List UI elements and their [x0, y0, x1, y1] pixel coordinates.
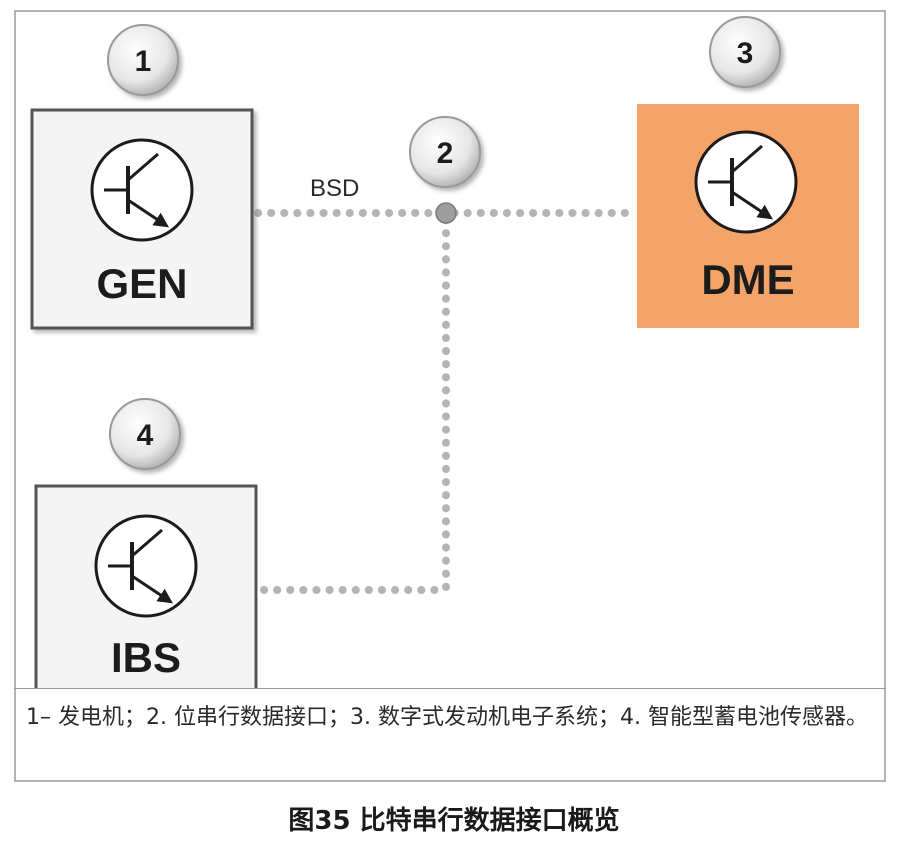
ibs-label: IBS	[111, 634, 181, 681]
gen-node: GEN	[30, 108, 254, 330]
ibs-transistor-icon	[94, 514, 198, 618]
ibs-node: IBS	[34, 484, 258, 688]
number-badge-3: 3	[709, 16, 781, 88]
bsd-bus	[254, 202, 636, 594]
svg-text:3: 3	[737, 37, 754, 70]
svg-text:2: 2	[437, 137, 454, 170]
gen-label: GEN	[96, 260, 187, 307]
number-badge-2: 2	[409, 116, 481, 188]
legend-caption-box: 1– 发电机；2. 位串行数据接口；3. 数字式发动机电子系统；4. 智能型蓄电…	[14, 688, 886, 782]
dme-node: DME	[637, 104, 859, 328]
bus-label-bsd: BSD	[310, 175, 359, 202]
number-badge-4: 4	[109, 398, 181, 470]
legend-caption: 1– 发电机；2. 位串行数据接口；3. 数字式发动机电子系统；4. 智能型蓄电…	[26, 705, 868, 730]
number-badge-1: 1	[107, 24, 179, 96]
dme-label: DME	[701, 256, 794, 303]
svg-text:4: 4	[137, 419, 154, 452]
gen-transistor-icon	[90, 138, 194, 242]
dme-transistor-icon	[694, 130, 798, 234]
figure-title: 图35 比特串行数据接口概览	[288, 806, 620, 836]
frame-border	[14, 10, 886, 782]
svg-text:1: 1	[135, 45, 152, 78]
bus-junction-dot	[435, 202, 457, 224]
